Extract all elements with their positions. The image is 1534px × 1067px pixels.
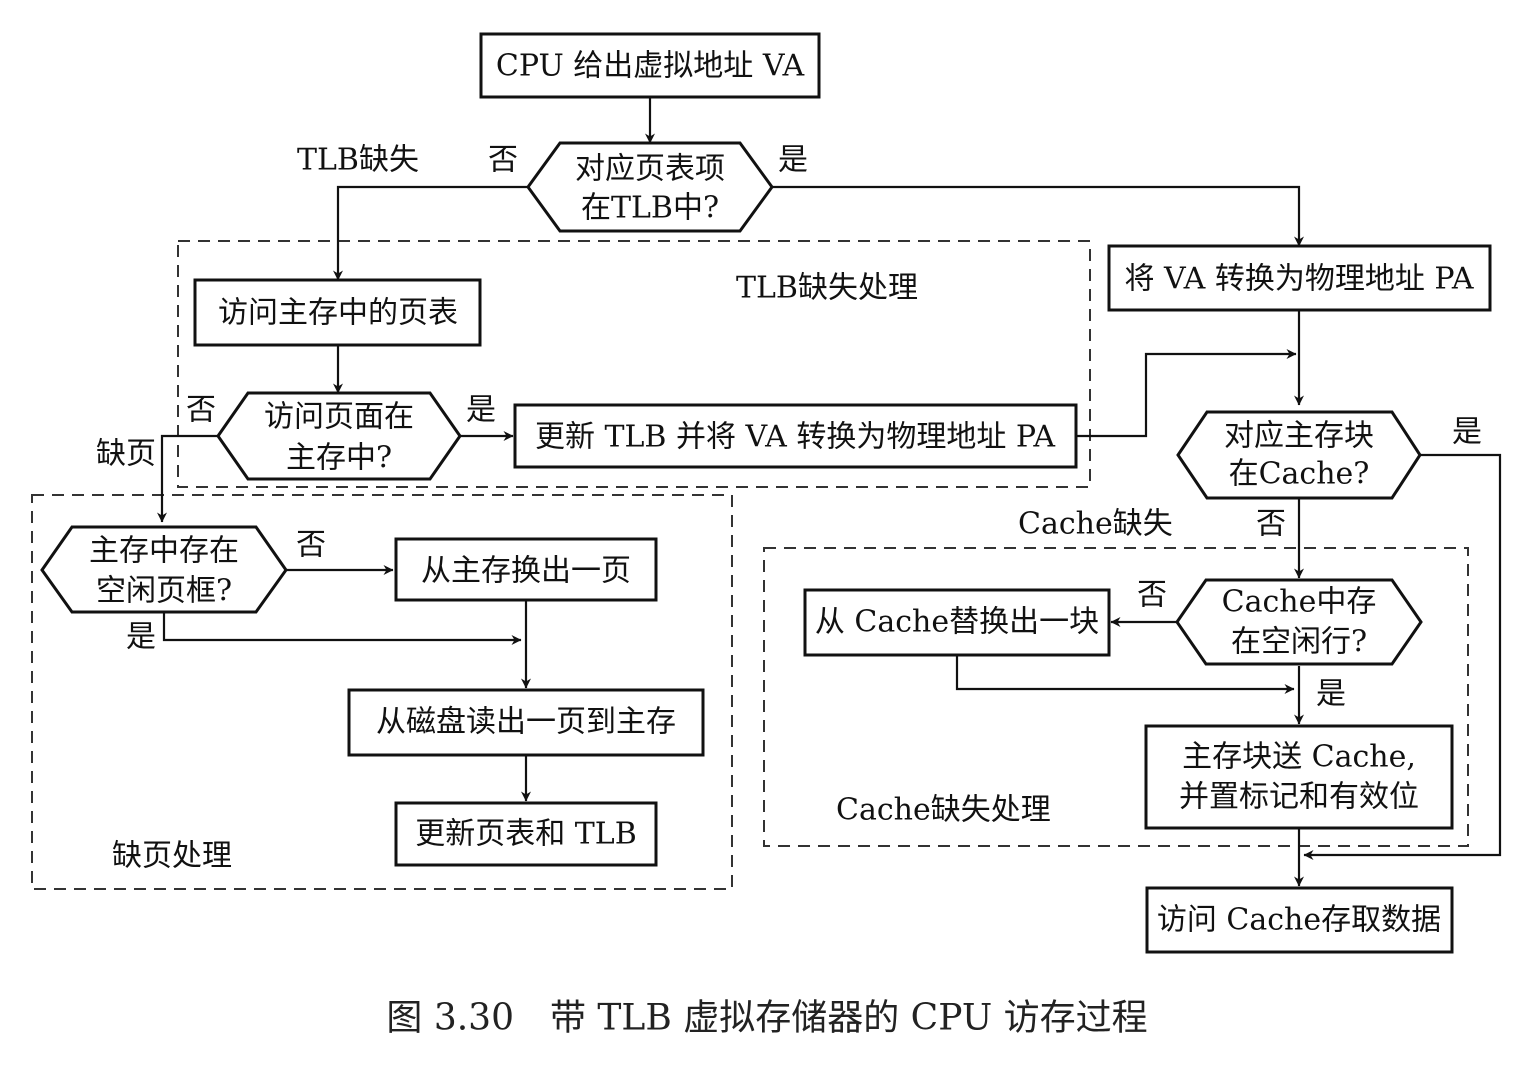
edge-replace-to-merge xyxy=(955,655,1295,694)
read-disk-node: 从磁盘读出一页到主存 xyxy=(347,688,705,757)
access-page-table-node: 访问主存中的页表 xyxy=(193,278,482,347)
va-to-pa-text: 将 VA 转换为物理地址 PA xyxy=(1125,262,1474,297)
cache-check-node: 对应主存块 在Cache? xyxy=(1176,410,1422,500)
edge-page-no xyxy=(157,434,218,523)
free-frame-node: 主存中存在 空闲页框? xyxy=(40,525,288,614)
cache-check-line1: 对应主存块 xyxy=(1224,419,1374,454)
update-tlb-text: 更新 TLB 并将 VA 转换为物理地址 PA xyxy=(535,420,1055,455)
line-no-label: 否 xyxy=(1137,578,1167,613)
swap-out-page-node: 从主存换出一页 xyxy=(394,537,658,602)
access-cache-text: 访问 Cache存取数据 xyxy=(1157,903,1441,938)
cache-miss-label: Cache缺失 xyxy=(1018,507,1173,542)
edge-update-tlb-to-merge xyxy=(1076,349,1297,438)
tlb-no-label: 否 xyxy=(488,143,518,178)
cpu-va-node: CPU 给出虚拟地址 VA xyxy=(479,32,821,99)
figure-caption: 图 3.30 带 TLB 虚拟存储器的 CPU 访存过程 xyxy=(386,998,1147,1039)
update-pt-tlb-text: 更新页表和 TLB xyxy=(415,817,637,852)
cache-free-line-line1: Cache中存 xyxy=(1222,585,1377,620)
tlb-check-line1: 对应页表项 xyxy=(575,152,725,187)
frame-no-label: 否 xyxy=(296,528,326,563)
page-in-memory-node: 访问页面在 主存中? xyxy=(216,391,462,481)
replace-block-node: 从 Cache替换出一块 xyxy=(803,588,1111,657)
update-pt-tlb-node: 更新页表和 TLB xyxy=(394,801,658,867)
free-frame-line2: 空闲页框? xyxy=(96,574,232,609)
swap-out-page-text: 从主存换出一页 xyxy=(421,554,631,589)
line-yes-label: 是 xyxy=(1316,677,1346,712)
send-block-line2: 并置标记和有效位 xyxy=(1179,780,1419,815)
cache-miss-handling-region xyxy=(763,547,1469,847)
page-fault-handling-region xyxy=(31,494,733,890)
access-cache-node: 访问 Cache存取数据 xyxy=(1145,886,1454,954)
page-yes-label: 是 xyxy=(466,393,496,428)
edge-frame-yes xyxy=(162,612,522,645)
send-block-line1: 主存块送 Cache, xyxy=(1182,740,1416,775)
page-in-memory-line2: 主存中? xyxy=(286,441,392,476)
read-disk-text: 从磁盘读出一页到主存 xyxy=(376,705,676,740)
page-fault-label: 缺页 xyxy=(96,437,156,472)
cpu-va-text: CPU 给出虚拟地址 VA xyxy=(496,49,805,84)
cache-free-line-node: Cache中存 在空闲行? xyxy=(1175,578,1423,666)
tlb-miss-label: TLB缺失 xyxy=(297,143,419,178)
cache-free-line-line2: 在空闲行? xyxy=(1231,625,1367,660)
tlb-check-line2: 在TLB中? xyxy=(581,191,719,226)
cache-no-label: 否 xyxy=(1256,507,1286,542)
cache-yes-label: 是 xyxy=(1452,415,1482,450)
free-frame-line1: 主存中存在 xyxy=(89,534,239,569)
edge-cache-yes xyxy=(1303,453,1502,860)
tlb-miss-handling-label: TLB缺失处理 xyxy=(736,271,918,306)
tlb-check-node: 对应页表项 在TLB中? xyxy=(526,141,774,233)
page-fault-handling-label: 缺页处理 xyxy=(112,839,232,874)
send-block-node: 主存块送 Cache, 并置标记和有效位 xyxy=(1144,724,1454,830)
edge-tlb-no xyxy=(333,185,528,281)
va-to-pa-node: 将 VA 转换为物理地址 PA xyxy=(1107,244,1492,312)
replace-block-text: 从 Cache替换出一块 xyxy=(815,605,1099,640)
access-page-table-text: 访问主存中的页表 xyxy=(218,296,458,331)
edge-tlb-yes xyxy=(772,185,1304,247)
page-no-label: 否 xyxy=(186,393,216,428)
update-tlb-node: 更新 TLB 并将 VA 转换为物理地址 PA xyxy=(513,403,1078,469)
page-in-memory-line1: 访问页面在 xyxy=(264,400,414,435)
frame-yes-label: 是 xyxy=(126,620,156,655)
cache-check-line2: 在Cache? xyxy=(1229,457,1370,492)
tlb-yes-label: 是 xyxy=(778,143,808,178)
cache-miss-handling-label: Cache缺失处理 xyxy=(836,793,1051,828)
